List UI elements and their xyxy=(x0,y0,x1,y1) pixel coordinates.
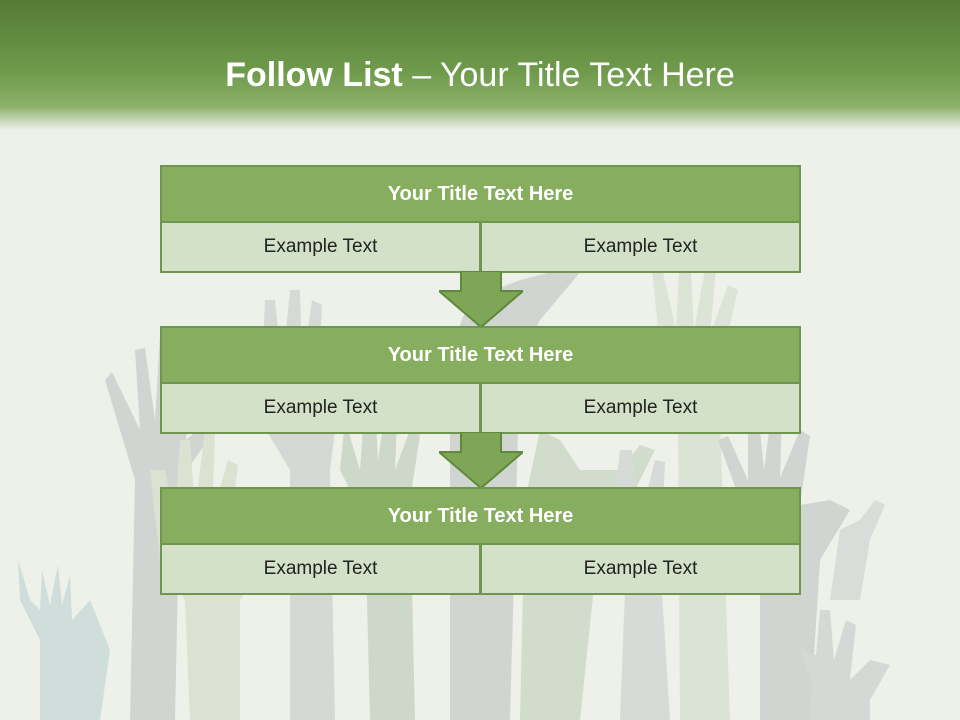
hand-silhouette xyxy=(830,500,885,600)
header-band xyxy=(0,0,960,130)
slide-title: Follow List – Your Title Text Here xyxy=(0,52,960,98)
step-cell-right: Example Text xyxy=(481,384,801,434)
down-arrow-icon xyxy=(439,432,523,490)
step-cell-left: Example Text xyxy=(160,545,481,595)
slide-title-rest: – Your Title Text Here xyxy=(402,56,735,94)
hand-silhouette xyxy=(18,560,110,720)
step-block: Your Title Text Here Example Text Exampl… xyxy=(160,487,801,595)
step-cells: Example Text Example Text xyxy=(160,384,801,434)
step-cells: Example Text Example Text xyxy=(160,545,801,595)
slide-title-bold: Follow List xyxy=(225,56,403,94)
step-cell-right: Example Text xyxy=(481,545,801,595)
step-cell-left: Example Text xyxy=(160,223,481,273)
step-cell-right: Example Text xyxy=(481,223,801,273)
step-cell-left: Example Text xyxy=(160,384,481,434)
hand-silhouette xyxy=(800,610,890,720)
step-block: Your Title Text Here Example Text Exampl… xyxy=(160,165,801,273)
step-block: Your Title Text Here Example Text Exampl… xyxy=(160,326,801,434)
step-cells: Example Text Example Text xyxy=(160,223,801,273)
step-title: Your Title Text Here xyxy=(160,326,801,384)
step-title: Your Title Text Here xyxy=(160,487,801,545)
down-arrow-icon xyxy=(439,271,523,329)
step-title: Your Title Text Here xyxy=(160,165,801,223)
